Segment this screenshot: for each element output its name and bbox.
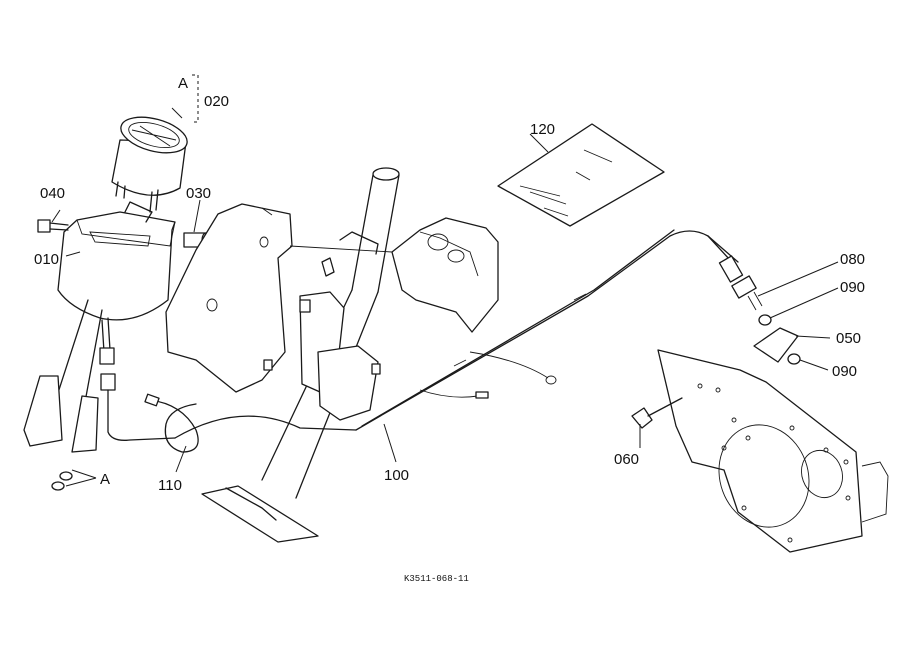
part-label-090-upper: 090 [840,279,865,296]
part-label-100: 100 [384,467,409,484]
part-label-040: 040 [40,185,65,202]
part-label-030: 030 [186,185,211,202]
sensor-bracket-050 [753,314,801,365]
ref-label-a-bottom: A [100,471,110,488]
instruction-booklet [497,123,665,227]
tachometer-gauge [111,116,188,213]
part-label-050: 050 [836,330,861,347]
panel-cover [165,203,293,393]
column-bracket [263,231,381,421]
mount-guide-line [289,245,393,253]
steering-column [201,167,400,543]
part-label-110: 110 [158,477,182,494]
leader-lines [51,107,839,487]
ref-bracket-a-top [192,74,199,123]
mounting-bolts [51,471,73,491]
screw-040 [37,219,69,233]
ref-label-a-top: A [178,75,188,92]
steering-mount-bracket [321,217,499,333]
meter-panel-housing [23,201,176,453]
part-label-090-lower: 090 [832,363,857,380]
part-label-010: 010 [34,251,59,268]
part-labels: A 020 040 030 010 120 080 090 050 090 06… [34,75,865,584]
bolt-060 [631,397,683,429]
sensor-080 [707,235,763,311]
wire-clamp [144,393,199,453]
cable-harness [174,229,739,439]
part-label-120: 120 [530,121,555,138]
drawing-code: K3511-068-11 [404,574,469,584]
engine-plate [657,349,889,553]
part-label-080: 080 [840,251,865,268]
part-label-060: 060 [614,451,639,468]
part-label-020: 020 [204,93,229,110]
